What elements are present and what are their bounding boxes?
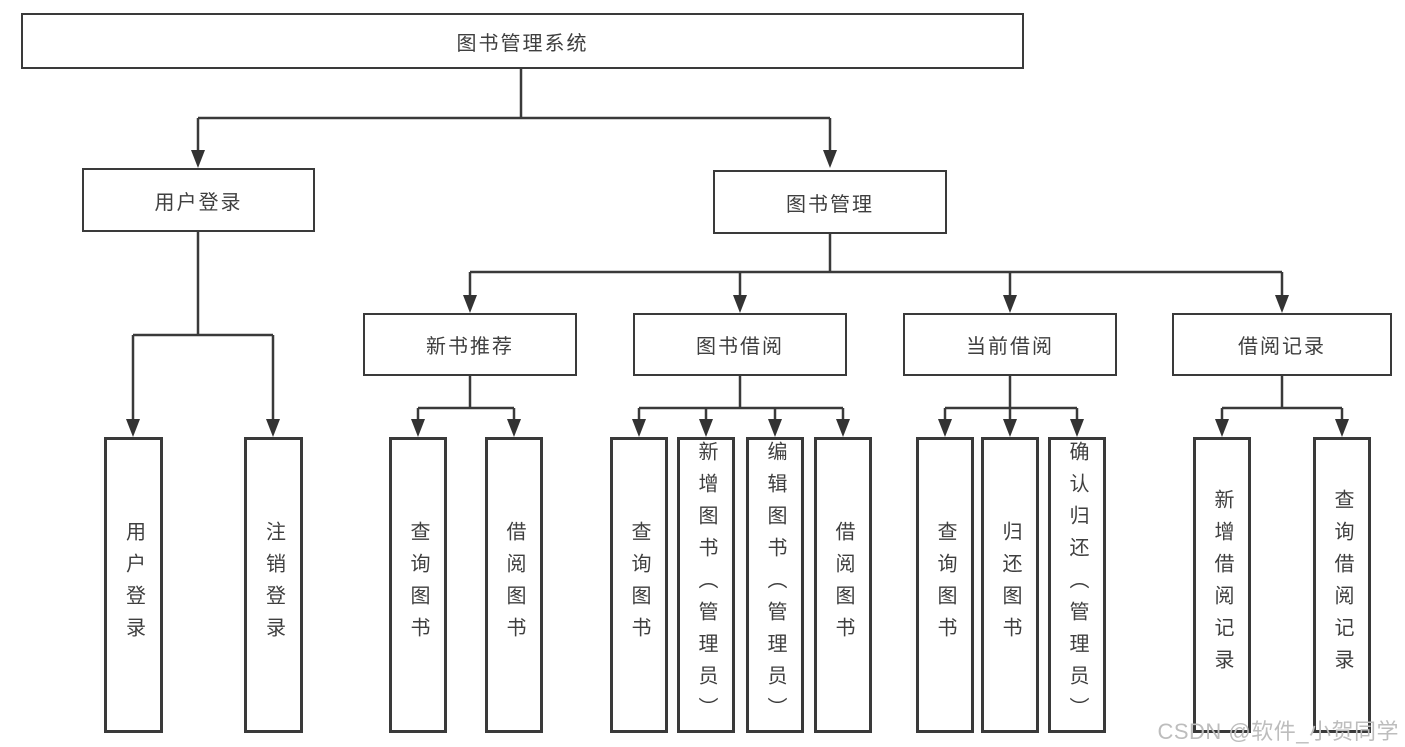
leaf-add-books-admin: 新增图书（管理员） xyxy=(677,437,735,733)
root-node-library-management-system: 图书管理系统 xyxy=(21,13,1024,69)
node-book-management: 图书管理 xyxy=(713,170,947,234)
connector-book-borrow-to-leaves xyxy=(632,376,850,437)
connector-book-management-to-level3 xyxy=(463,234,1289,313)
connector-new-book-recommend-to-leaves xyxy=(411,376,521,437)
node-user-login-label: 用户登录 xyxy=(154,191,243,214)
leaf-borrow-books: 借阅图书 xyxy=(814,437,872,733)
connector-root-to-level2 xyxy=(191,69,837,168)
leaf-edit-books-admin: 编辑图书（管理员） xyxy=(746,437,804,733)
node-current-borrow-label: 当前借阅 xyxy=(966,336,1054,358)
root-node-label: 图书管理系统 xyxy=(456,32,589,55)
leaf-add-books-admin-label: 新增图书（管理员） xyxy=(695,441,717,729)
leaf-query-borrow-record: 查询借阅记录 xyxy=(1313,437,1371,733)
leaf-edit-books-admin-label: 编辑图书（管理员） xyxy=(764,441,786,729)
leaf-query-books-borrow-label: 查询图书 xyxy=(628,521,650,649)
leaf-query-books-current: 查询图书 xyxy=(916,437,974,733)
node-book-management-label: 图书管理 xyxy=(786,193,874,216)
leaf-add-borrow-record: 新增借阅记录 xyxy=(1193,437,1251,733)
node-book-borrow: 图书借阅 xyxy=(633,313,847,376)
leaf-add-borrow-record-label: 新增借阅记录 xyxy=(1211,489,1233,681)
leaf-return-books-label: 归还图书 xyxy=(999,521,1021,649)
connector-borrow-records-to-leaves xyxy=(1215,376,1349,437)
leaf-borrow-books-recommend: 借阅图书 xyxy=(485,437,543,733)
leaf-logout-label: 注销登录 xyxy=(262,521,285,649)
node-user-login: 用户登录 xyxy=(82,168,315,232)
node-borrow-records-label: 借阅记录 xyxy=(1238,336,1326,358)
node-new-book-recommend-label: 新书推荐 xyxy=(426,336,514,358)
leaf-borrow-books-recommend-label: 借阅图书 xyxy=(503,521,525,649)
leaf-query-books-current-label: 查询图书 xyxy=(934,521,956,649)
leaf-user-login: 用户登录 xyxy=(104,437,163,733)
leaf-confirm-return-admin-label: 确认归还（管理员） xyxy=(1066,441,1088,729)
leaf-user-login-label: 用户登录 xyxy=(122,521,145,649)
node-borrow-records: 借阅记录 xyxy=(1172,313,1392,376)
leaf-return-books: 归还图书 xyxy=(981,437,1039,733)
node-current-borrow: 当前借阅 xyxy=(903,313,1117,376)
node-new-book-recommend: 新书推荐 xyxy=(363,313,577,376)
connector-user-login-to-leaves xyxy=(126,232,280,437)
connector-current-borrow-to-leaves xyxy=(938,376,1084,437)
csdn-watermark: CSDN @软件_小贺同学 xyxy=(1157,719,1399,744)
leaf-query-borrow-record-label: 查询借阅记录 xyxy=(1331,489,1353,681)
leaf-borrow-books-label: 借阅图书 xyxy=(832,521,854,649)
leaf-query-books-recommend-label: 查询图书 xyxy=(407,521,429,649)
leaf-confirm-return-admin: 确认归还（管理员） xyxy=(1048,437,1106,733)
node-book-borrow-label: 图书借阅 xyxy=(696,336,784,358)
leaf-query-books-recommend: 查询图书 xyxy=(389,437,447,733)
leaf-logout: 注销登录 xyxy=(244,437,303,733)
leaf-query-books-borrow: 查询图书 xyxy=(610,437,668,733)
